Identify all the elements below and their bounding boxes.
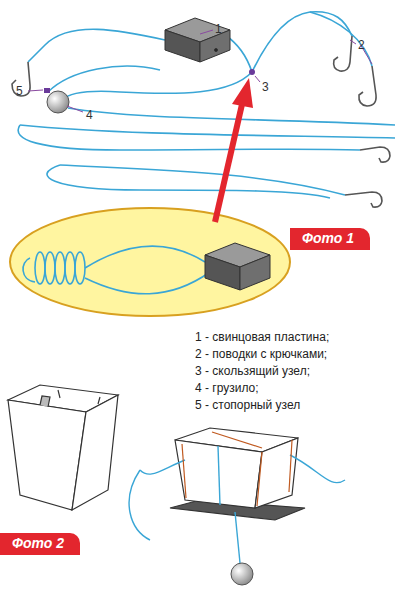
fishing-line — [18, 12, 395, 198]
stopper-knot — [44, 88, 50, 93]
foam-block-rigged — [170, 428, 305, 520]
foam-block — [8, 385, 118, 510]
fishing-line — [129, 446, 345, 563]
legend-entry: 5 - стопорный узел — [195, 398, 300, 412]
legend-entry: 1 - свинцовая пластина; — [195, 330, 329, 344]
leader-line — [28, 30, 372, 112]
inset-oval — [10, 208, 290, 316]
callout-number: 1 — [215, 22, 222, 36]
callout-number: 3 — [262, 80, 269, 94]
legend-entry: 4 - грузило; — [195, 381, 259, 395]
sinker — [47, 91, 69, 113]
sinker — [231, 563, 253, 585]
lead-plate — [205, 243, 270, 290]
callout-number: 2 — [358, 38, 365, 52]
callout-number: 5 — [16, 84, 23, 98]
photo-tag-text: Фото 2 — [12, 535, 64, 552]
line-winding — [182, 432, 292, 506]
callout-number: 4 — [86, 108, 93, 122]
coil — [23, 246, 210, 294]
photo-tag-text: Фото 1 — [302, 230, 354, 247]
pointer-arrow — [215, 78, 253, 222]
legend-entry: 2 - поводки с крючками; — [195, 347, 327, 361]
photo-tag: Фото 1 — [290, 228, 370, 250]
lead-plate — [165, 18, 230, 62]
photo-tag: Фото 2 — [0, 533, 80, 555]
legend-entry: 3 - скользящий узел; — [195, 364, 310, 378]
sliding-knot — [249, 69, 255, 75]
